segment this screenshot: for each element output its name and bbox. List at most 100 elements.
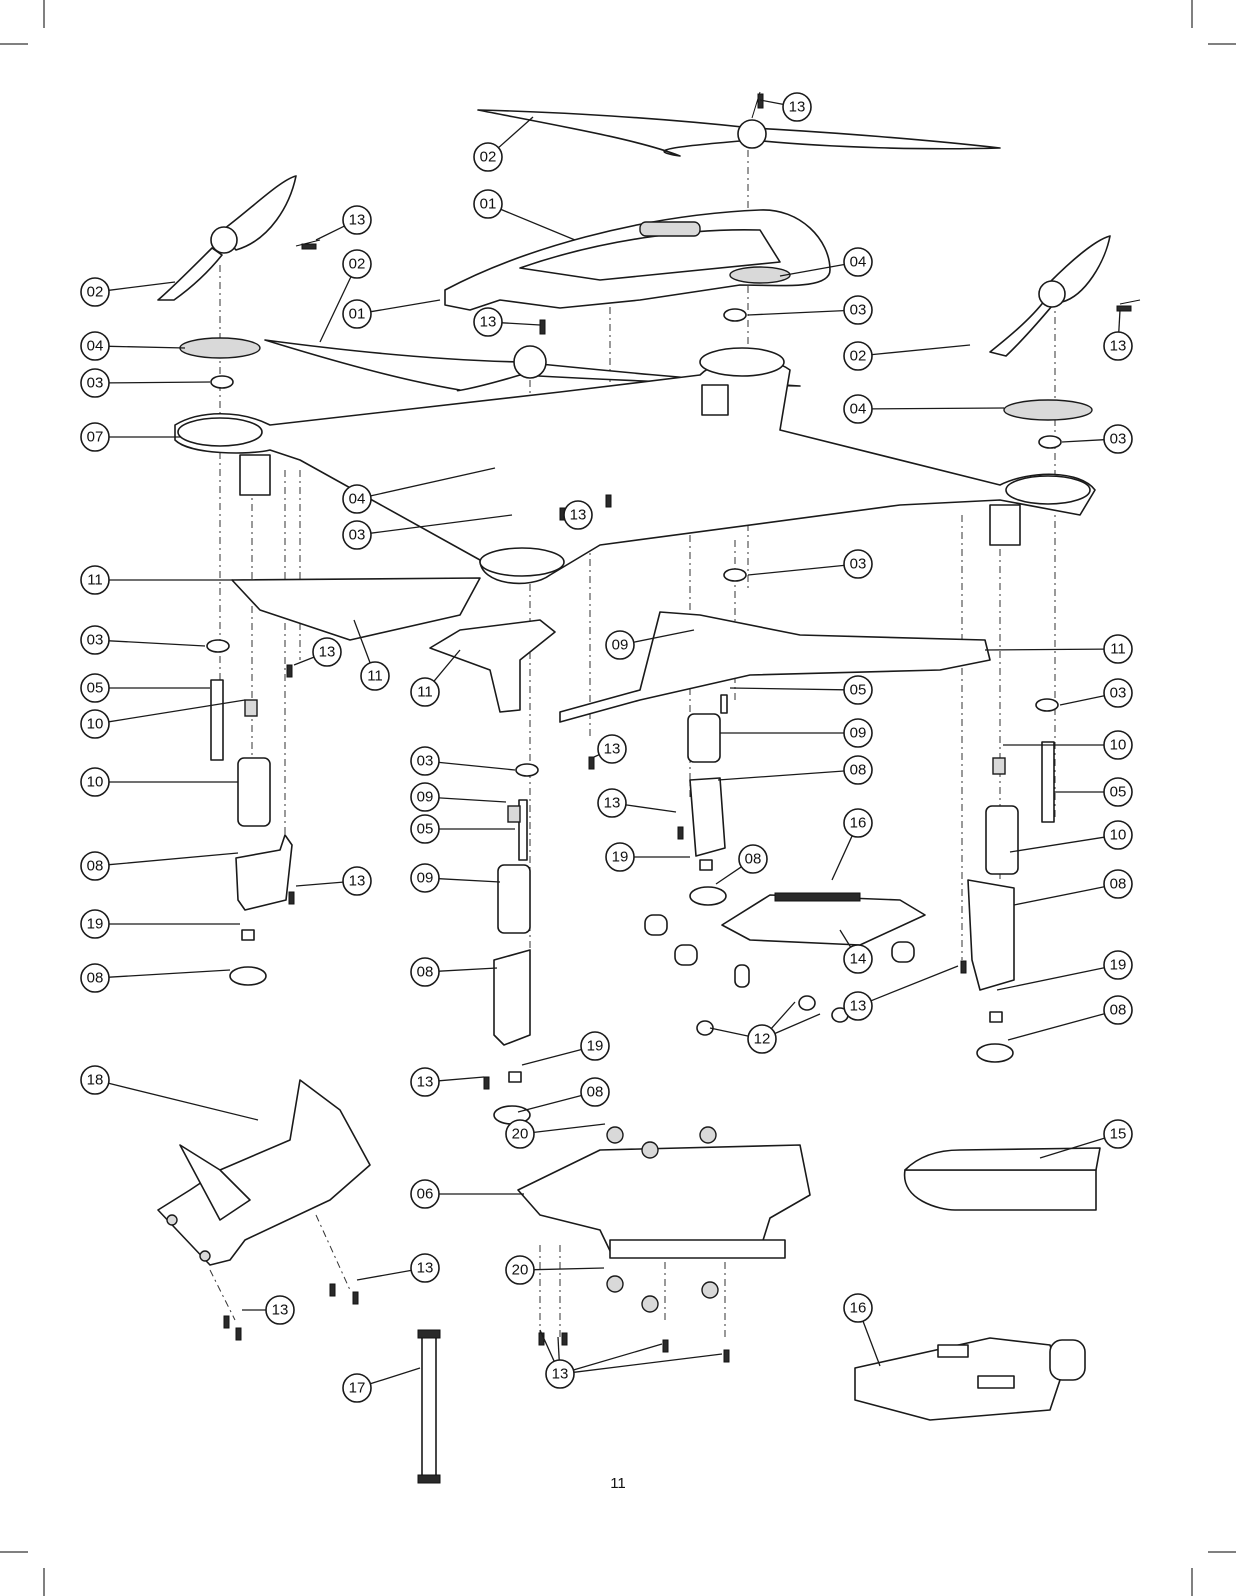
part-callout-01: 01 <box>474 190 502 218</box>
part-callout-16: 16 <box>844 809 872 837</box>
leader-line-13 <box>296 882 343 886</box>
callout-number: 02 <box>349 256 366 273</box>
leader-line-10 <box>1010 837 1104 852</box>
part-callout-13: 13 <box>411 1254 439 1282</box>
leader-line-03 <box>748 565 844 575</box>
callout-number: 04 <box>87 338 104 355</box>
leader-line-17 <box>370 1368 420 1384</box>
part-callout-09: 09 <box>606 631 634 659</box>
callout-number: 11 <box>417 684 433 701</box>
part-callout-08: 08 <box>1104 996 1132 1024</box>
leader-line-04 <box>872 408 1004 409</box>
callout-number: 03 <box>87 632 104 649</box>
motors <box>238 700 1018 933</box>
callout-number: 04 <box>850 401 867 418</box>
part-callout-02: 02 <box>343 250 371 278</box>
part-callout-04: 04 <box>81 332 109 360</box>
part-callout-12: 12 <box>748 1025 776 1053</box>
leader-line-08 <box>109 853 238 865</box>
leader-line-02 <box>499 117 534 148</box>
leader-line-04 <box>109 346 185 348</box>
callout-number: 13 <box>1110 338 1127 355</box>
callout-number: 13 <box>272 1302 289 1319</box>
part-callout-04: 04 <box>343 485 371 513</box>
leader-line-03 <box>109 641 205 646</box>
callout-number: 08 <box>1110 876 1127 893</box>
leader-line-08 <box>716 867 741 884</box>
part-callout-17: 17 <box>343 1374 371 1402</box>
leader-line-16 <box>863 1321 880 1366</box>
leader-line-03 <box>748 311 844 315</box>
part-callout-03: 03 <box>81 626 109 654</box>
arm-center <box>430 620 555 712</box>
leader-line-13 <box>540 1330 554 1361</box>
propeller-left <box>158 176 320 300</box>
part-callout-08: 08 <box>81 964 109 992</box>
callout-number: 10 <box>87 716 104 733</box>
leader-line-13 <box>316 226 344 240</box>
part-callout-10: 10 <box>81 710 109 738</box>
callout-number: 07 <box>87 429 104 446</box>
leader-line-11 <box>985 649 1104 650</box>
callout-number: 08 <box>87 858 104 875</box>
callout-number: 11 <box>367 668 383 685</box>
leader-line-08 <box>109 970 230 977</box>
leader-line-13 <box>594 755 599 757</box>
part-callout-13: 13 <box>343 867 371 895</box>
leader-line-20 <box>534 1268 604 1270</box>
propeller-top <box>478 92 1000 156</box>
leader-line-13 <box>294 657 314 665</box>
leader-line-12 <box>710 1028 748 1036</box>
part-callout-03: 03 <box>1104 679 1132 707</box>
callout-number: 01 <box>480 196 497 213</box>
callout-number: 10 <box>1110 737 1127 754</box>
leader-line-01 <box>501 209 575 240</box>
leader-line-10 <box>109 700 245 722</box>
callout-number: 09 <box>417 870 434 887</box>
part-callout-13: 13 <box>598 735 626 763</box>
leader-line-09 <box>439 798 506 802</box>
callout-number: 03 <box>349 527 366 544</box>
callout-number: 15 <box>1110 1126 1127 1143</box>
part-callout-19: 19 <box>1104 951 1132 979</box>
callout-number: 08 <box>745 851 762 868</box>
callout-number: 03 <box>850 556 867 573</box>
callout-number: 02 <box>850 348 867 365</box>
part-callout-13: 13 <box>266 1296 294 1324</box>
callout-number: 10 <box>1110 827 1127 844</box>
leader-line-03 <box>439 762 515 770</box>
part-callout-13: 13 <box>343 206 371 234</box>
arm-right <box>560 612 990 722</box>
part-callout-03: 03 <box>343 521 371 549</box>
part-callout-13: 13 <box>546 1360 574 1388</box>
part-callout-14: 14 <box>844 945 872 973</box>
part-callout-11: 11 <box>411 678 439 706</box>
callout-number: 13 <box>604 795 621 812</box>
part-callout-05: 05 <box>1104 778 1132 806</box>
part-callout-13: 13 <box>411 1068 439 1096</box>
part-callout-11: 11 <box>81 566 109 594</box>
callout-number: 05 <box>850 682 867 699</box>
callout-number: 08 <box>587 1084 604 1101</box>
callout-number: 01 <box>349 306 366 323</box>
part-callout-13: 13 <box>313 638 341 666</box>
callout-number: 19 <box>87 916 104 933</box>
part-callout-04: 04 <box>844 248 872 276</box>
leader-line-13 <box>502 323 540 325</box>
part-callout-19: 19 <box>81 910 109 938</box>
part-callout-19: 19 <box>606 843 634 871</box>
part-callout-09: 09 <box>844 719 872 747</box>
callout-number: 09 <box>417 789 434 806</box>
part-callout-08: 08 <box>1104 870 1132 898</box>
callout-number: 13 <box>480 314 497 331</box>
leader-line-01 <box>371 300 440 312</box>
part-callout-01: 01 <box>343 300 371 328</box>
leader-line-03 <box>1060 696 1104 705</box>
callout-number: 13 <box>349 212 366 229</box>
callout-number: 19 <box>587 1038 604 1055</box>
callout-number: 16 <box>850 1300 867 1317</box>
leader-line-03 <box>1062 440 1104 442</box>
callout-number: 04 <box>349 491 366 508</box>
shafts <box>211 680 1054 860</box>
part-callout-05: 05 <box>81 674 109 702</box>
